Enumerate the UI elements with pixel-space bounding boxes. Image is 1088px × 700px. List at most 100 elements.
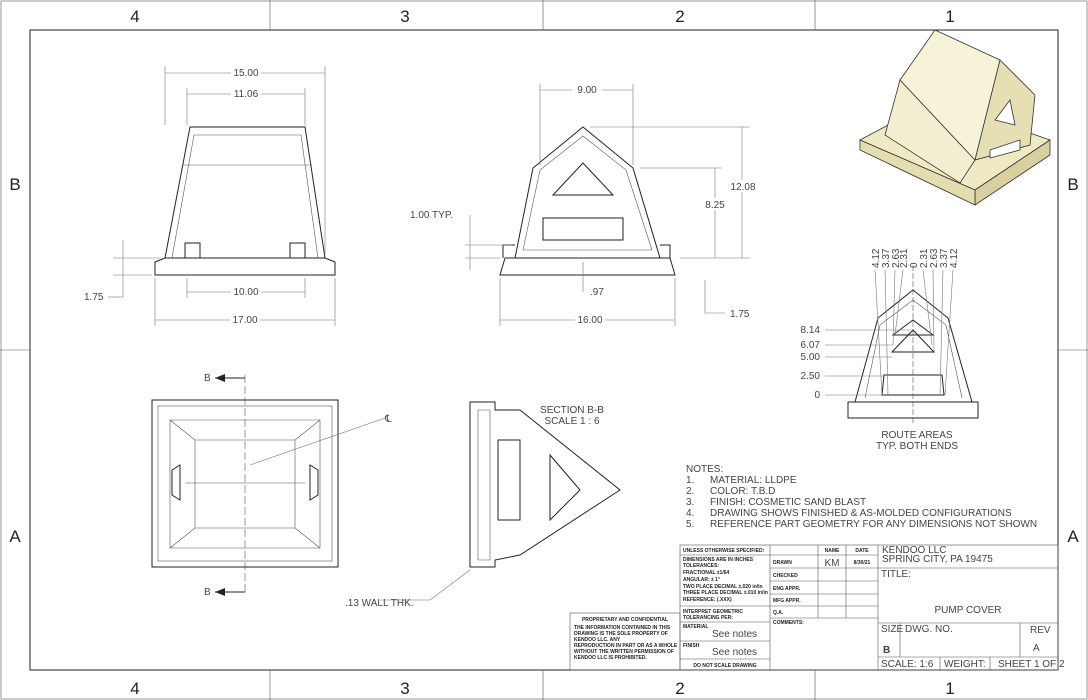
dim-9: 9.00 bbox=[577, 85, 597, 96]
tolerance-text: THREE PLACE DECIMAL ±.010 in/in bbox=[683, 590, 768, 596]
zone-row: B bbox=[1067, 175, 1078, 194]
finish-value: See notes bbox=[712, 647, 757, 658]
drawn-name: KM bbox=[825, 558, 840, 569]
note-number: 1. bbox=[686, 475, 694, 486]
title-label: TITLE: bbox=[881, 569, 911, 580]
size-label: SIZE bbox=[881, 624, 904, 635]
side-view: 9.00 12.08 8.25 1.00 TYP. .97 16.00 1.75 bbox=[410, 84, 756, 326]
title-block: UNLESS OTHERWISE SPECIFIED: DIMENSIONS A… bbox=[679, 544, 1065, 671]
centerline-symbol: ℄ bbox=[384, 414, 392, 425]
zone-col: 1 bbox=[945, 7, 954, 26]
wall-thickness: .13 WALL THK. bbox=[345, 598, 414, 609]
dim-97: .97 bbox=[590, 287, 604, 298]
route-x-dim: 2.31 bbox=[899, 248, 910, 268]
route-x-dim: 4.12 bbox=[949, 248, 960, 268]
sign-row-label: MFG APPR. bbox=[773, 598, 801, 604]
tolerance-text: TWO PLACE DECIMAL ±.020 in/in bbox=[683, 584, 763, 590]
route-x-dim: 3.37 bbox=[939, 248, 950, 268]
interpret-text: TOLERANCING PER: bbox=[683, 615, 733, 621]
sign-row-label: CHECKED bbox=[773, 573, 798, 579]
dim-8-25: 8.25 bbox=[705, 200, 725, 211]
sign-row-label: Q.A. bbox=[773, 610, 784, 616]
route-x-dim: 0 bbox=[909, 262, 920, 268]
route-x-dim: 4.12 bbox=[871, 248, 882, 268]
zone-row: B bbox=[9, 175, 20, 194]
dim-11: 11.06 bbox=[234, 89, 259, 100]
sign-row-label: DRAWN bbox=[773, 560, 792, 566]
note-number: 3. bbox=[686, 497, 694, 508]
comments-label: COMMENTS: bbox=[773, 620, 804, 626]
rev-label: REV bbox=[1030, 625, 1051, 636]
tolerance-text: DIMENSIONS ARE IN INCHES bbox=[683, 557, 754, 563]
tolerance-text: REFERENCE: (.XXX) bbox=[683, 597, 732, 603]
proprietary-line: DRAWING IS THE SOLE PROPERTY OF bbox=[574, 631, 668, 637]
route-areas-view: 4.12 3.37 2.63 2.31 0 2.31 2.63 3.37 4.1… bbox=[801, 248, 979, 452]
company-address: SPRING CITY, PA 19475 bbox=[882, 554, 993, 565]
zone-col: 3 bbox=[400, 679, 409, 698]
route-x-dim: 2.63 bbox=[891, 248, 902, 268]
section-marker-bottom: B bbox=[204, 587, 211, 598]
zone-col: 2 bbox=[675, 679, 684, 698]
isometric-view bbox=[859, 29, 1051, 206]
note-text: COLOR: T.B.D bbox=[710, 486, 775, 497]
section-marker-top: B bbox=[204, 373, 211, 384]
front-view: 15.00 11.06 10.00 17.00 1.75 bbox=[84, 66, 336, 326]
route-x-dim: 2.31 bbox=[919, 248, 930, 268]
route-y-dim: 0 bbox=[814, 390, 820, 401]
sheet-number: SHEET 1 OF 2 bbox=[998, 659, 1065, 670]
interpret-text: INTERPRET GEOMETRIC bbox=[683, 609, 743, 615]
note-text: DRAWING SHOWS FINISHED & AS-MOLDED CONFI… bbox=[710, 508, 1012, 519]
notes: NOTES: 1.MATERIAL: LLDPE 2.COLOR: T.B.D … bbox=[686, 464, 1037, 530]
section-scale: SCALE 1 : 6 bbox=[544, 416, 599, 427]
dwg-no-label: DWG. NO. bbox=[905, 624, 953, 635]
dim-16: 16.00 bbox=[577, 315, 602, 326]
route-y-dim: 8.14 bbox=[801, 325, 821, 336]
zone-row: A bbox=[1067, 527, 1079, 546]
route-y-dim: 5.00 bbox=[801, 352, 821, 363]
zone-col: 4 bbox=[130, 7, 139, 26]
zone-col: 1 bbox=[945, 679, 954, 698]
note-text: FINISH: COSMETIC SAND BLAST bbox=[710, 497, 866, 508]
route-y-dim: 6.07 bbox=[801, 340, 821, 351]
dim-1-75: 1.75 bbox=[84, 292, 104, 303]
note-number: 4. bbox=[686, 508, 694, 519]
drawn-date: 8/30/21 bbox=[854, 560, 871, 566]
proprietary-title: PROPRIETARY AND CONFIDENTIAL bbox=[582, 617, 668, 623]
tolerance-text: ANGULAR: ± 1° bbox=[683, 577, 720, 583]
route-x-dim: 3.37 bbox=[881, 248, 892, 268]
proprietary-line: KENDOO LLC. ANY bbox=[574, 637, 621, 643]
tolerance-text: TOLERANCES: bbox=[683, 563, 719, 569]
rev-value: A bbox=[1033, 643, 1040, 654]
date-header: DATE bbox=[855, 548, 869, 554]
zone-row: A bbox=[9, 527, 21, 546]
name-header: NAME bbox=[825, 548, 840, 554]
no-scale-note: DO NOT SCALE DRAWING bbox=[693, 663, 756, 669]
proprietary-line: THE INFORMATION CONTAINED IN THIS bbox=[574, 625, 671, 631]
route-y-dim: 2.50 bbox=[801, 371, 821, 382]
zone-col: 4 bbox=[130, 679, 139, 698]
section-view: .13 WALL THK. SECTION B-B SCALE 1 : 6 bbox=[345, 401, 621, 609]
material-value: See notes bbox=[712, 629, 757, 640]
dim-10: 10.00 bbox=[233, 287, 258, 298]
note-number: 5. bbox=[686, 519, 694, 530]
dim-17: 17.00 bbox=[232, 315, 257, 326]
section-title: SECTION B-B bbox=[540, 405, 604, 416]
tolerance-text: FRACTIONAL ±1/64 bbox=[683, 570, 729, 576]
note-number: 2. bbox=[686, 486, 694, 497]
zone-col: 2 bbox=[675, 7, 684, 26]
top-view: B B ℄ bbox=[151, 373, 392, 598]
route-caption: TYP. BOTH ENDS bbox=[876, 441, 958, 452]
note-text: MATERIAL: LLDPE bbox=[710, 475, 797, 486]
size-value: B bbox=[883, 645, 890, 656]
dim-15: 15.00 bbox=[233, 68, 258, 79]
proprietary-notice: PROPRIETARY AND CONFIDENTIAL THE INFORMA… bbox=[569, 612, 681, 671]
route-caption: ROUTE AREAS bbox=[881, 430, 952, 441]
proprietary-line: WITHOUT THE WRITTEN PERMISSION OF bbox=[574, 649, 674, 655]
proprietary-line: REPRODUCTION IN PART OR AS A WHOLE bbox=[574, 643, 678, 649]
scale-value: SCALE: 1:6 bbox=[881, 659, 934, 670]
dim-1-typ: 1.00 TYP. bbox=[410, 210, 453, 221]
note-text: REFERENCE PART GEOMETRY FOR ANY DIMENSIO… bbox=[710, 519, 1037, 530]
